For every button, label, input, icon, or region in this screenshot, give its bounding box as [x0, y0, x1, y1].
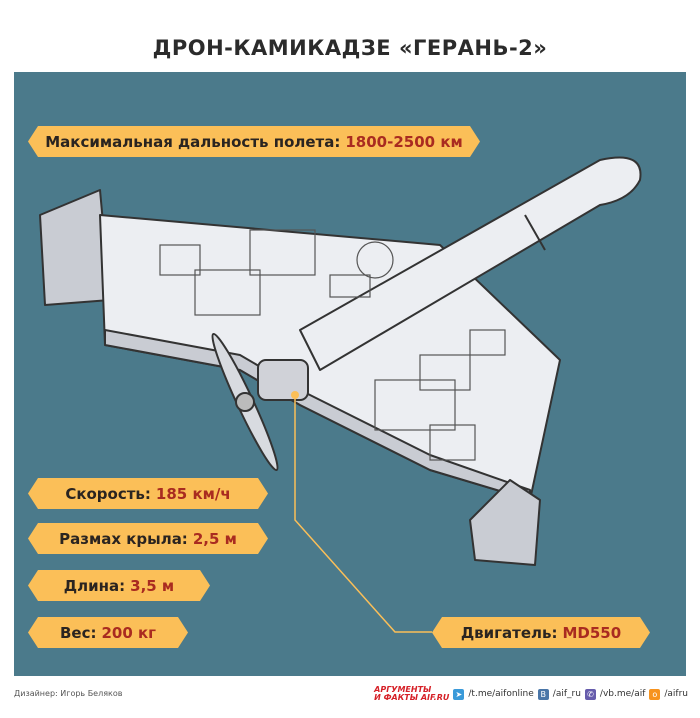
vk-icon: В [537, 688, 549, 700]
length-value: 3,5 м [130, 576, 175, 595]
range-value: 1800-2500 км [345, 132, 463, 151]
wingspan-label: Размах крыла: [59, 529, 188, 548]
weight-label: Вес: [59, 623, 97, 642]
engine-label: Двигатель: [460, 623, 558, 642]
speed-banner: Скорость:185 км/ч [28, 478, 268, 509]
engine-leader-line [294, 395, 432, 633]
range-label: Максимальная дальность полета: [45, 132, 341, 151]
speed-value: 185 км/ч [155, 484, 231, 503]
logo-line2: И ФАКТЫ AIF.RU [374, 693, 450, 702]
engine-value: MD550 [562, 623, 622, 642]
logo-line1: АРГУМЕНТЫ [374, 685, 432, 694]
wingspan-banner: Размах крыла:2,5 м [28, 523, 268, 554]
left-wing-fin [39, 189, 111, 306]
wingspan-value: 2,5 м [192, 529, 237, 548]
page-title: ДРОН-КАМИКАДЗЕ «ГЕРАНЬ-2» [152, 36, 548, 60]
viber-link[interactable]: /vb.me/aif [599, 689, 646, 699]
length-banner: Длина:3,5 м [28, 570, 210, 601]
engine-banner: Двигатель:MD550 [432, 617, 650, 648]
viber-icon: ✆ [584, 688, 596, 700]
vk-link[interactable]: /aif_ru [552, 689, 581, 699]
fuselage [299, 156, 642, 371]
range-banner: Максимальная дальность полета:1800-2500 … [28, 126, 480, 157]
speed-label: Скорость: [65, 484, 151, 503]
right-wing-fin [469, 479, 541, 566]
telegram-icon: ➤ [453, 688, 465, 700]
designer-credit: Дизайнер: Игорь Беляков [14, 689, 123, 698]
weight-value: 200 кг [101, 623, 157, 642]
telegram-link[interactable]: /t.me/aifonline [468, 689, 534, 699]
length-label: Длина: [63, 576, 126, 595]
ok-link[interactable]: /aifru [664, 689, 688, 699]
ok-icon: o [649, 688, 661, 700]
weight-banner: Вес:200 кг [28, 617, 188, 648]
engine [257, 359, 309, 401]
